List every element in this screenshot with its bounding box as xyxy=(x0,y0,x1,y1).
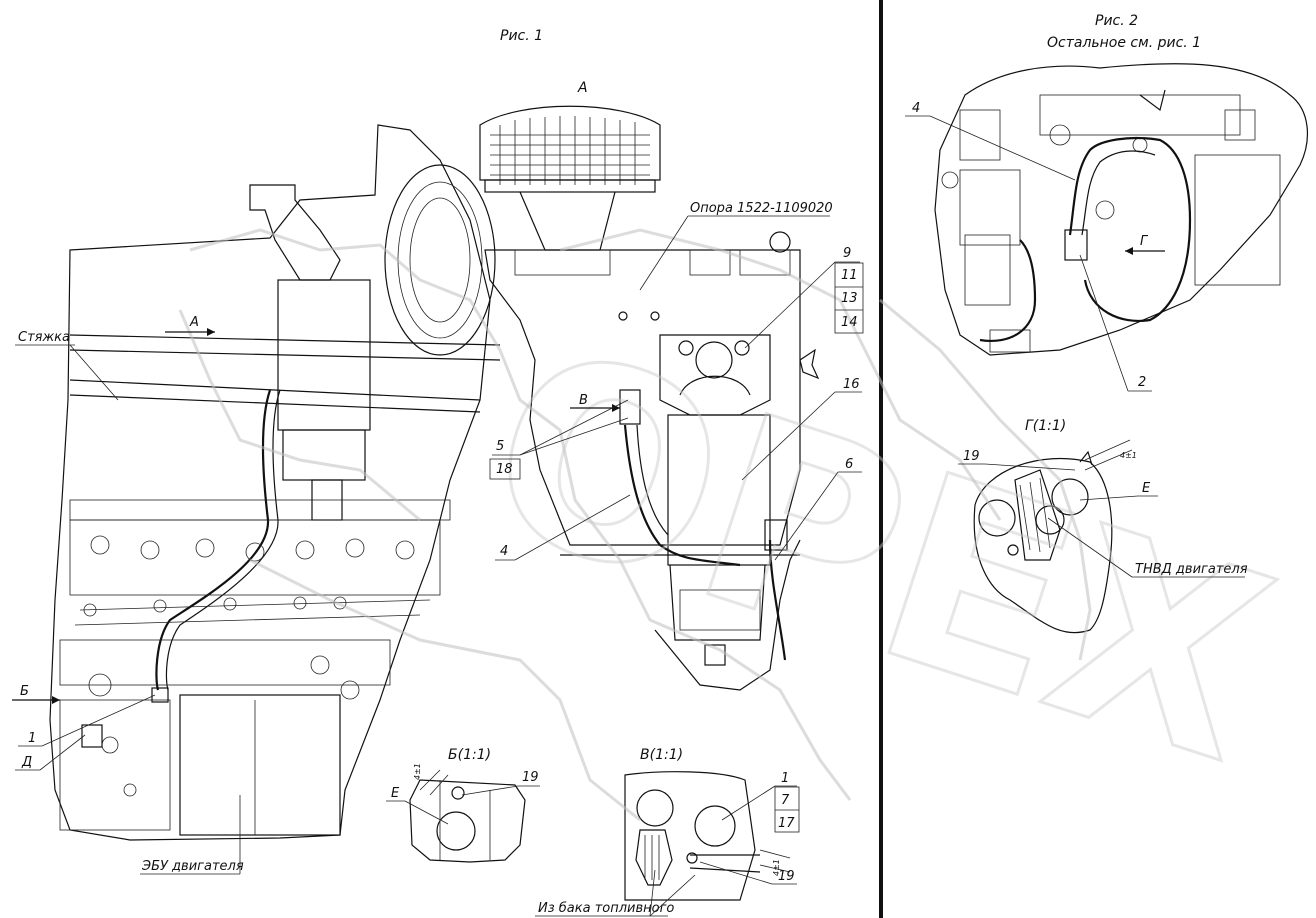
detail-b-title: Б(1:1) xyxy=(448,747,491,763)
callout-6: 6 xyxy=(845,457,853,472)
detail-g-callout-19: 19 xyxy=(963,449,980,464)
view-a-title: А xyxy=(577,80,588,96)
detail-v-dimension: 4±1 xyxy=(772,859,781,876)
detail-v-callout-1: 1 xyxy=(781,771,789,786)
arrow-v-label: В xyxy=(579,393,588,408)
arrow-a-label: А xyxy=(189,315,199,330)
callout-1: 1 xyxy=(28,731,36,746)
detail-g-callout-e: Е xyxy=(1142,481,1151,496)
callout-11: 11 xyxy=(841,268,858,283)
arrow-b-label: Б xyxy=(20,684,29,699)
pump-label: ТНВД двигателя xyxy=(1135,562,1248,577)
figure-1-caption: Рис. 1 xyxy=(500,28,543,44)
detail-b-callout-e: Е xyxy=(391,786,400,801)
detail-v-callout-7: 7 xyxy=(781,793,790,808)
callout-13: 13 xyxy=(841,291,858,306)
label-d: Д xyxy=(21,755,32,770)
tank-label: Из бака топливного xyxy=(538,901,674,916)
detail-g-dimension: 4±1 xyxy=(1120,451,1137,460)
figure-2-caption: Рис. 2 xyxy=(1095,13,1138,29)
fig2-callout-4: 4 xyxy=(912,101,920,116)
callout-4: 4 xyxy=(500,544,508,559)
engine-view xyxy=(49,124,501,841)
callout-5: 5 xyxy=(496,439,504,454)
watermark-gear: OPEX xyxy=(178,228,1302,823)
ecu-label: ЭБУ двигателя xyxy=(141,859,244,874)
detail-v-callout-17: 17 xyxy=(778,816,795,831)
detail-g-title: Г(1:1) xyxy=(1025,418,1066,434)
view-a xyxy=(479,105,820,691)
watermark-text: OPEX xyxy=(456,290,1300,821)
arrow-g-label: Г xyxy=(1140,234,1149,249)
detail-b-callout-19: 19 xyxy=(522,770,539,785)
detail-b-view xyxy=(409,769,526,863)
callout-18: 18 xyxy=(496,462,513,477)
figure-2-view xyxy=(934,63,1309,356)
callout-16: 16 xyxy=(843,377,860,392)
detail-v-view xyxy=(624,771,791,901)
detail-v-title: В(1:1) xyxy=(640,747,683,763)
fig2-callout-2: 2 xyxy=(1138,375,1146,390)
figure-2-subcaption: Остальное см. рис. 1 xyxy=(1047,35,1201,51)
detail-b-dimension: 4±1 xyxy=(413,763,422,780)
detail-g-view xyxy=(973,439,1133,634)
detail-v-callout-19: 19 xyxy=(778,869,795,884)
strap-label: Стяжка xyxy=(18,330,70,345)
support-label: Опора 1522-1109020 xyxy=(690,201,833,216)
callout-9: 9 xyxy=(843,246,851,261)
callout-14: 14 xyxy=(841,315,858,330)
